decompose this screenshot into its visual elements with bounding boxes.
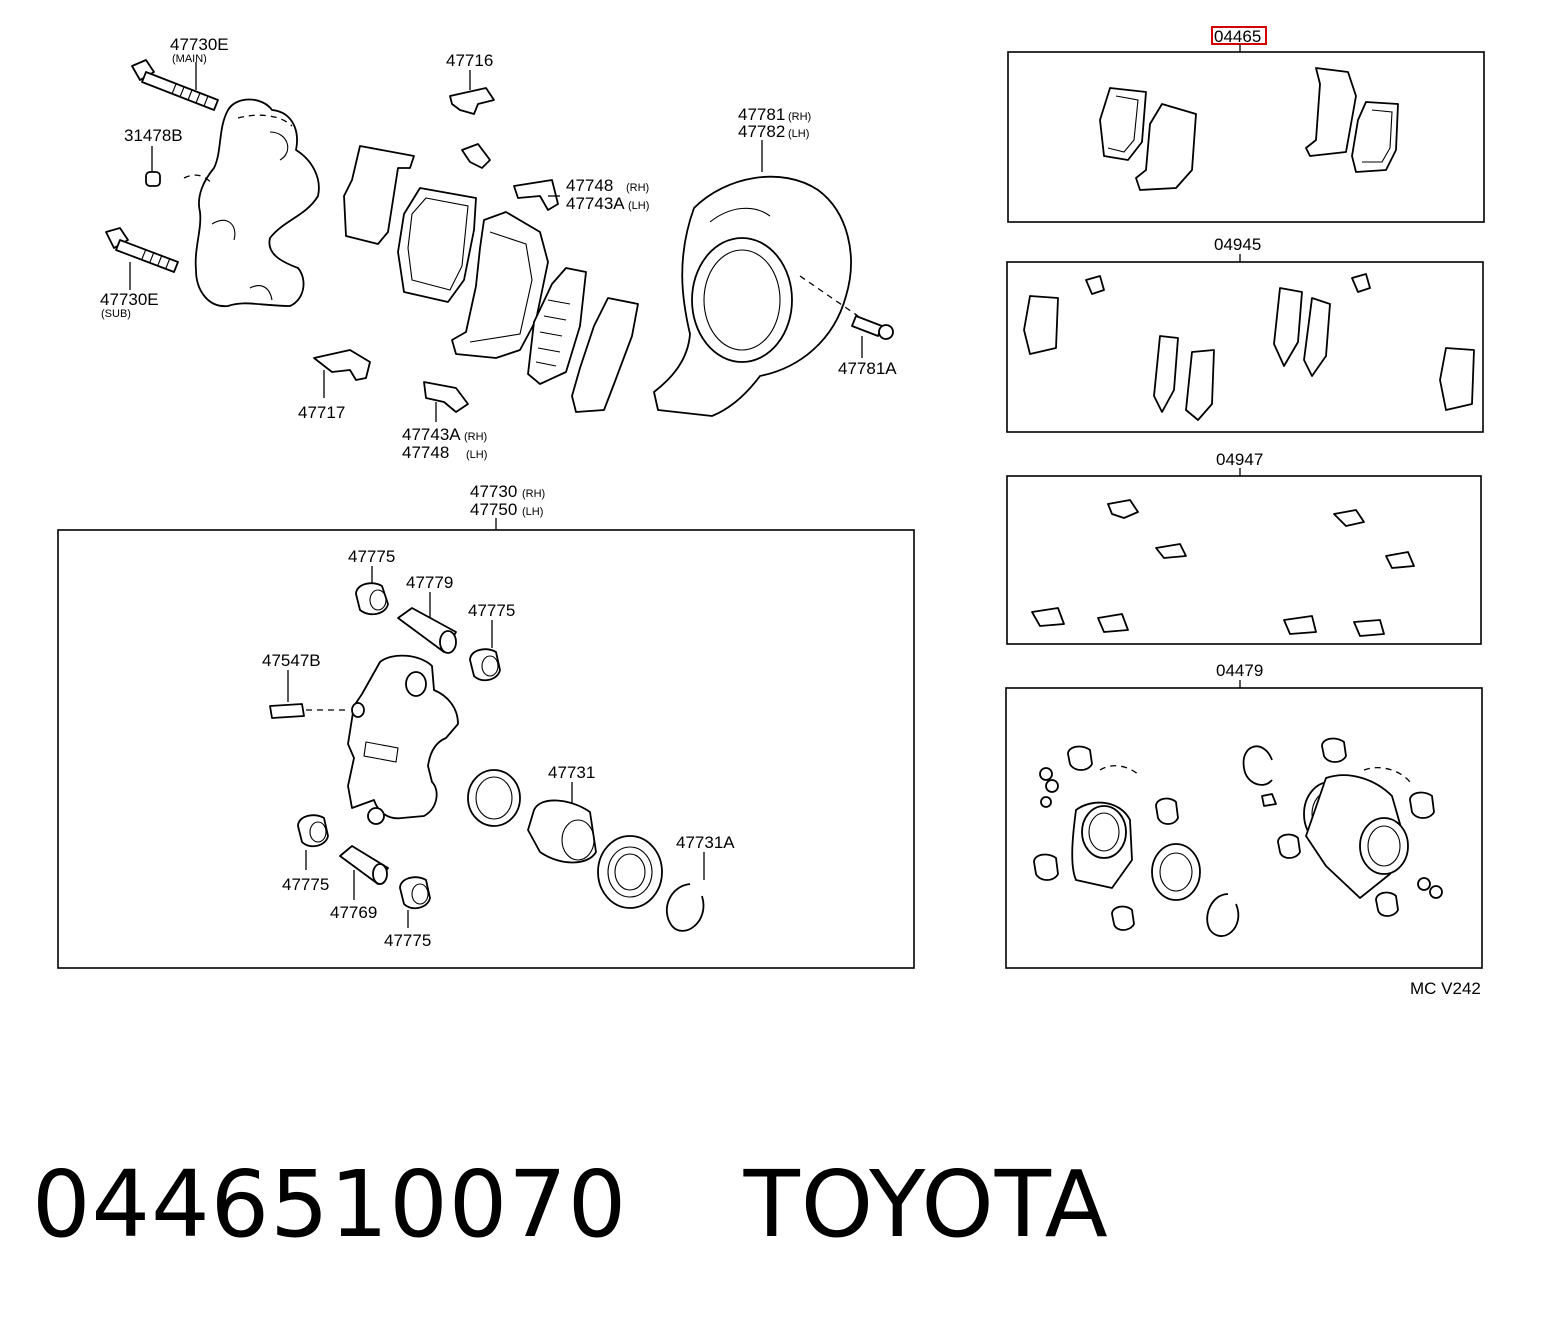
clip-47748-top (513, 179, 559, 211)
label-47748-top: 47748 (566, 176, 613, 195)
label-47730-sub: (RH) (522, 488, 545, 500)
boot-47775-a (355, 582, 389, 616)
footer: 0446510070 TOYOTA (32, 1150, 1109, 1260)
clip-small-a (461, 143, 491, 169)
set-ring-47731a (665, 883, 705, 932)
label-47781-sub: (RH) (788, 111, 811, 123)
label-47717: 47717 (298, 403, 345, 422)
pad-kit-left (1099, 87, 1197, 191)
label-47748-bottom-sub: (LH) (466, 449, 487, 461)
label-47730e-sub-sub: (SUB) (101, 308, 131, 320)
bleeder-31478b (145, 146, 161, 187)
highlight-04465 (1211, 26, 1267, 45)
label-47730e-main-sub: (MAIN) (172, 53, 207, 65)
cylinder-kit-left (1033, 745, 1277, 937)
label-47782-sub: (LH) (788, 128, 809, 140)
inner-pad (527, 267, 587, 385)
label-04947: 04947 (1216, 450, 1263, 469)
label-47731: 47731 (548, 763, 595, 782)
label-47775-c: 47775 (282, 875, 329, 894)
clip-47717 (313, 349, 371, 398)
label-47547b: 47547B (262, 651, 321, 670)
piston-boot (597, 835, 663, 909)
cylinder-kit-right (1277, 737, 1443, 917)
pad-support-plate (451, 211, 549, 359)
part-number: 0446510070 (32, 1151, 628, 1258)
label-47743a-bottom: 47743A (402, 425, 461, 444)
bleeder-47547b (269, 703, 346, 719)
label-47769: 47769 (330, 903, 377, 922)
pin-47769 (339, 845, 389, 885)
bolt-sub (105, 227, 179, 290)
label-47775-d: 47775 (384, 931, 431, 950)
label-47782: 47782 (738, 122, 785, 141)
caliper-cylinder-body (347, 654, 459, 825)
pad-kit-right (1305, 67, 1399, 173)
label-47781: 47781 (738, 105, 785, 124)
label-47781a: 47781A (838, 359, 897, 378)
label-47779: 47779 (406, 573, 453, 592)
label-47750: 47750 (470, 500, 517, 519)
label-47743a-bottom-sub: (RH) (464, 431, 487, 443)
label-47730: 47730 (470, 482, 517, 501)
pin-47779 (397, 607, 457, 654)
kit-box-04947 (1006, 475, 1482, 645)
label-31478b: 31478B (124, 126, 183, 145)
dust-cover (653, 175, 859, 417)
kit-box-04465 (1007, 51, 1485, 223)
caliper-carrier (183, 98, 320, 307)
brand-name: TOYOTA (743, 1151, 1109, 1258)
label-47743a-top: 47743A (566, 194, 625, 213)
label-47716: 47716 (446, 51, 493, 70)
clip-47743a-bottom (423, 381, 469, 422)
clip-kit-parts (1031, 499, 1415, 637)
label-47750-sub: (LH) (522, 506, 543, 518)
bolt-47781a (851, 315, 894, 358)
label-47775-b: 47775 (468, 601, 515, 620)
label-47748-bottom: 47748 (402, 443, 449, 462)
shim-kit-parts (1023, 273, 1475, 421)
kit-box-04479 (1005, 687, 1483, 969)
label-47730e-sub: 47730E (100, 290, 159, 309)
diagram-code: MC V242 (1410, 979, 1481, 998)
boot-47775-c (297, 814, 329, 848)
cylinder-assembly-box (57, 529, 915, 969)
label-47731a: 47731A (676, 833, 735, 852)
label-04465: 04465 (1214, 27, 1261, 46)
label-47748-top-sub: (RH) (626, 182, 649, 194)
label-04479: 04479 (1216, 661, 1263, 680)
disc-pad (397, 187, 477, 303)
label-47730e-main: 47730E (170, 35, 229, 54)
label-47743a-top-sub: (LH) (628, 200, 649, 212)
bolt-main (131, 59, 219, 111)
label-04945: 04945 (1214, 235, 1261, 254)
label-47775-a: 47775 (348, 547, 395, 566)
clip-47716 (449, 70, 495, 115)
boot-47775-b (469, 648, 501, 682)
shim-left (343, 145, 415, 245)
boot-47775-d (399, 876, 431, 910)
piston-47731 (527, 799, 597, 864)
kit-box-04945 (1006, 261, 1484, 433)
shim-outer (571, 297, 639, 413)
piston-seal (467, 769, 521, 827)
